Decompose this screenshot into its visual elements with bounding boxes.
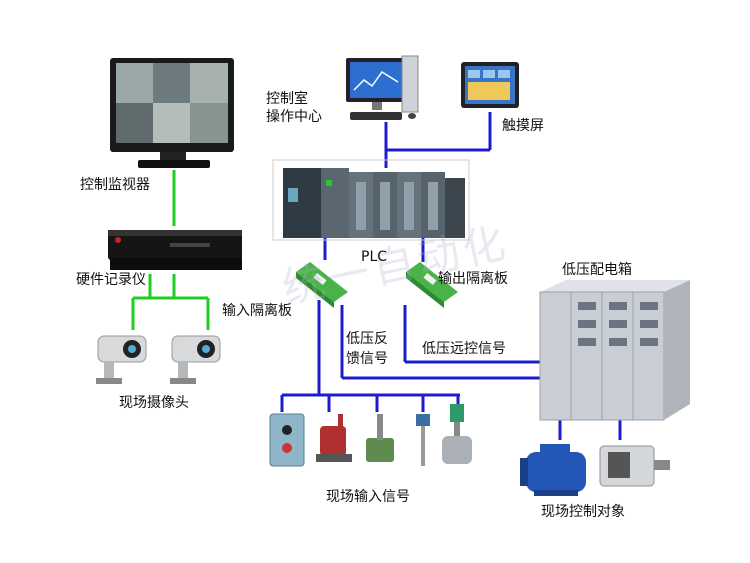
field-objects-label: 现场控制对象 — [541, 504, 625, 520]
plc-rack — [272, 159, 470, 241]
input-isolation-board — [296, 262, 348, 308]
lv-cabinet-label: 低压配电箱 — [562, 262, 632, 278]
field-camera-right — [170, 335, 221, 384]
plc-label: PLC — [361, 249, 388, 265]
control-room-label-line2: 操作中心 — [266, 109, 322, 125]
field-flow-meter — [442, 404, 472, 464]
dvr-recorder — [108, 230, 242, 270]
output-isolation-label: 输出隔离板 — [438, 271, 508, 287]
video-links — [131, 170, 210, 330]
cctv-monitor — [110, 58, 234, 168]
control-room-pc — [346, 55, 419, 120]
lv-feedback-label-line1: 低压反 — [346, 331, 388, 347]
output-isolation-board — [406, 262, 458, 308]
recorder-label: 硬件记录仪 — [76, 272, 146, 288]
monitor-label: 控制监视器 — [80, 177, 150, 193]
lv-remote-label: 低压远控信号 — [422, 341, 506, 357]
control-room-label-line1: 控制室 — [266, 91, 308, 107]
input-isolation-label: 输入隔离板 — [222, 303, 292, 319]
touchscreen-panel — [461, 62, 519, 108]
field-button-box — [269, 413, 305, 467]
field-pull-switch — [316, 414, 352, 462]
field-actuator — [599, 445, 670, 487]
field-input-label: 现场输入信号 — [326, 489, 410, 505]
field-temperature-sensor — [416, 414, 430, 466]
lv-feedback-label-line2: 馈信号 — [346, 351, 388, 367]
field-motor — [520, 444, 586, 496]
field-speed-switch — [366, 414, 394, 462]
lv-distribution-cabinet — [539, 280, 690, 421]
field-camera-left — [96, 335, 147, 384]
cameras-label: 现场摄像头 — [119, 395, 189, 411]
touchscreen-label: 触摸屏 — [502, 118, 544, 134]
